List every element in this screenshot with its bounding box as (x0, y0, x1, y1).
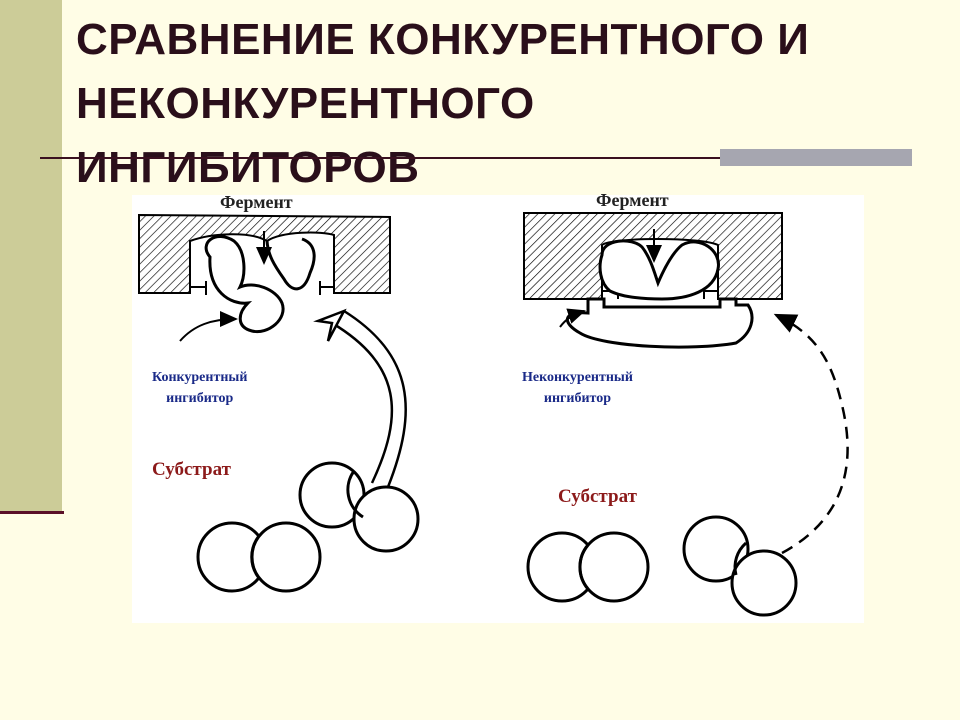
left-inhibitor-label-line2: ингибитор (166, 391, 233, 406)
left-substrate-free (198, 523, 320, 591)
left-substrate-approaching (300, 463, 418, 551)
title-line-1: СРАВНЕНИЕ КОНКУРЕНТНОГО И (76, 15, 809, 64)
right-substrate-label: Субстрат (558, 486, 637, 508)
left-substrate-arrow-body (332, 311, 406, 487)
right-bound-substrate (600, 241, 718, 299)
left-competitive-inhibitor (206, 236, 283, 331)
right-substrate-dashed-arrow (776, 315, 848, 553)
left-enzyme-label: Фермент (220, 192, 293, 213)
left-substrate-label: Субстрат (152, 459, 231, 481)
left-decor-bar-underline (0, 511, 64, 514)
title-accent-bar (720, 149, 912, 166)
right-enzyme-label: Фермент (596, 190, 669, 211)
right-substrate-approaching (684, 517, 796, 615)
left-decor-bar (0, 0, 62, 512)
left-inhibitor-label-line1: Конкурентный (152, 370, 247, 385)
right-substrate-free (528, 533, 648, 601)
left-site-tick-a (190, 281, 206, 295)
left-substrate-arrow-head (318, 311, 344, 341)
right-inhibitor-label: Неконкурентный ингибитор (522, 367, 633, 409)
diagram-drawing (132, 195, 864, 623)
right-inhibitor-label-line2: ингибитор (544, 391, 611, 406)
slide-title: СРАВНЕНИЕ КОНКУРЕНТНОГО И НЕКОНКУРЕНТНОГ… (76, 8, 956, 200)
inhibition-diagram: Фермент Конкурентный ингибитор Субстрат … (132, 195, 864, 623)
left-inhibitor-label: Конкурентный ингибитор (152, 367, 247, 409)
left-arrow-guide (324, 313, 395, 485)
right-noncompetitive-inhibitor (567, 299, 752, 347)
left-inhibitor-arrow (180, 319, 236, 341)
title-line-3: ИНГИБИТОРОВ (76, 143, 420, 192)
left-active-site-outline (267, 239, 314, 289)
right-inhibitor-label-line1: Неконкурентный (522, 370, 633, 385)
left-site-tick-b (320, 281, 334, 295)
title-line-2: НЕКОНКУРЕНТНОГО (76, 79, 535, 128)
